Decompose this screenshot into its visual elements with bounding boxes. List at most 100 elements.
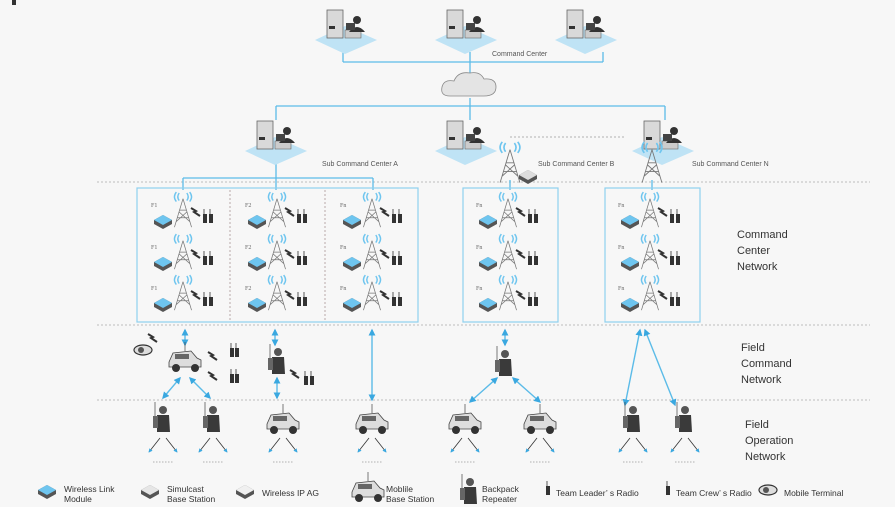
legend-label: Base Station: [386, 494, 434, 504]
wireless-signal-icon: [284, 249, 295, 259]
network-box: [604, 187, 701, 323]
svg-text:Operation: Operation: [745, 435, 793, 447]
team-crew-radio-icon: [392, 209, 396, 223]
frequency-label: Fn: [618, 203, 624, 209]
wireless-link-module-icon: [479, 215, 497, 229]
mobile-base-station-icon: [168, 342, 202, 372]
wireless-link-module-icon: [38, 485, 56, 499]
wireless-signal-icon: [515, 290, 526, 300]
sub-command-center-n-label: Sub Command Center N: [692, 161, 769, 168]
simulcast-base-station-icon: [141, 485, 159, 499]
frequency-label: F1: [151, 245, 157, 251]
team-crew-radio-icon: [209, 209, 213, 223]
downlink-arrow: [525, 437, 538, 453]
team-crew-radio-icon: [297, 209, 301, 223]
legend-label: Mobile Terminal: [784, 488, 843, 498]
team-crew-radio-icon: [230, 369, 234, 383]
downlink-arrow: [542, 437, 555, 453]
workstation-icon: [555, 9, 617, 54]
team-crew-radio-icon: [666, 481, 670, 495]
wireless-signal-icon: [190, 207, 201, 217]
team-crew-radio-icon: [534, 292, 538, 306]
simulcast-tower-icon: [640, 274, 660, 311]
legend-label: Moblile: [386, 484, 413, 494]
bidirectional-link-arrow: [162, 376, 181, 400]
wireless-link-module-icon: [154, 298, 172, 312]
wireless-signal-icon: [207, 351, 218, 361]
frequency-label: Fn: [340, 286, 346, 292]
downlink-arrow: [635, 437, 648, 453]
frequency-label: F2: [245, 245, 251, 251]
field-command-network-label: Field Command Network: [741, 342, 792, 386]
team-crew-radio-icon: [303, 292, 307, 306]
downlink-arrow: [198, 437, 211, 453]
workstation-icon: [315, 9, 377, 54]
svg-text:Field: Field: [745, 419, 769, 431]
wireless-signal-icon: [284, 207, 295, 217]
backpack-repeater-icon: [675, 402, 692, 432]
wireless-link-module-icon: [621, 298, 639, 312]
downlink-arrow: [374, 437, 387, 453]
wireless-signal-icon: [515, 207, 526, 217]
connection-lines: [97, 52, 870, 453]
simulcast-tower-icon: [498, 274, 518, 311]
team-crew-radio-icon: [303, 251, 307, 265]
sub-command-center-a-label: Sub Command Center A: [322, 161, 398, 168]
legend-label: Wireless Link: [64, 484, 115, 494]
team-crew-radio-icon: [209, 251, 213, 265]
team-crew-radio-icon: [203, 292, 207, 306]
simulcast-tower-icon: [173, 191, 193, 228]
simulcast-tower-icon: [362, 191, 382, 228]
legend-item: Mobile Terminal: [784, 488, 843, 498]
simulcast-tower-icon: [640, 233, 660, 270]
svg-text:Command: Command: [741, 358, 792, 370]
team-leader-radio-icon: [546, 481, 550, 495]
simulcast-tower-icon: [173, 233, 193, 270]
wireless-signal-icon: [657, 290, 668, 300]
team-crew-radio-icon: [297, 251, 301, 265]
backpack-repeater-icon: [268, 344, 285, 374]
bidirectional-link-arrow: [622, 328, 643, 407]
workstation-icon: [435, 120, 497, 165]
frequency-label: Fn: [340, 203, 346, 209]
team-crew-radio-icon: [528, 251, 532, 265]
wireless-signal-icon: [190, 290, 201, 300]
wireless-link-module-icon: [343, 215, 361, 229]
legend-label: Wireless IP AG: [262, 488, 319, 498]
downlink-arrow: [618, 437, 631, 453]
team-crew-radio-icon: [203, 209, 207, 223]
wireless-link-module-icon: [248, 257, 266, 271]
legend-label: Team Crew’ s Radio: [676, 488, 752, 498]
downlink-arrow: [467, 437, 480, 453]
sub-command-center-b-label: Sub Command Center B: [538, 161, 615, 168]
frequency-label: F1: [151, 203, 157, 209]
team-crew-radio-icon: [676, 251, 680, 265]
mobile-base-station-icon: [523, 404, 557, 434]
wireless-signal-icon: [657, 249, 668, 259]
wireless-link-module-icon: [621, 215, 639, 229]
wireless-link-module-icon: [343, 257, 361, 271]
backpack-repeater-icon: [495, 346, 512, 376]
mobile-terminal-icon: [758, 484, 778, 496]
downlink-arrow: [148, 437, 161, 453]
downlink-arrow: [215, 437, 228, 453]
wireless-signal-icon: [147, 333, 158, 343]
frequency-label: Fn: [476, 245, 482, 251]
frequency-label: F1: [151, 286, 157, 292]
team-crew-radio-icon: [398, 209, 402, 223]
svg-text:Network: Network: [745, 451, 786, 463]
bidirectional-link-arrow: [468, 377, 499, 403]
svg-text:Center: Center: [737, 245, 770, 257]
cloud-icon: [441, 72, 497, 97]
wireless-signal-icon: [284, 290, 295, 300]
field-operation-network-label: Field Operation Network: [745, 419, 793, 463]
backpack-repeater-icon: [623, 402, 640, 432]
mobile-base-station-icon: [266, 404, 300, 434]
legend-label: Repeater: [482, 494, 517, 504]
team-crew-radio-icon: [297, 292, 301, 306]
downlink-arrow: [285, 437, 298, 453]
workstation-icon: [632, 120, 694, 165]
backpack-repeater-icon: [460, 474, 477, 504]
